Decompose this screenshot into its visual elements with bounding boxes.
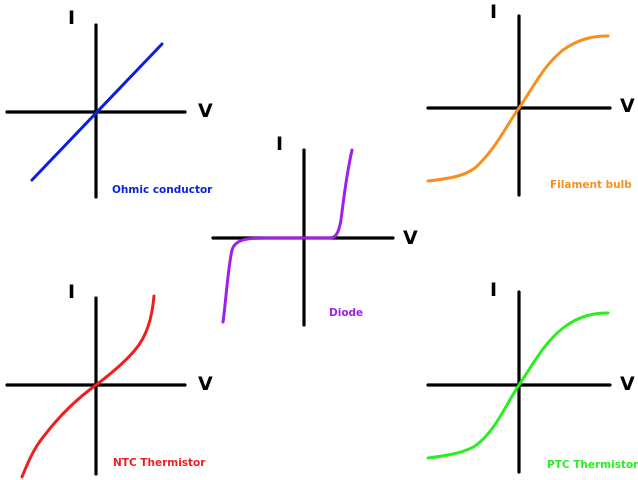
ohmic-voltage-label: V [198, 100, 213, 122]
diode-current-label: I [276, 133, 283, 155]
ptc-current-label: I [490, 279, 497, 301]
ptc-caption: PTC Thermistor [547, 459, 638, 471]
graph-diode: I V Diode [211, 133, 418, 327]
filament-caption: Filament bulb [550, 179, 632, 191]
filament-curve [426, 34, 610, 183]
diode-voltage-label: V [403, 227, 418, 249]
ohmic-caption: Ohmic conductor [112, 184, 213, 196]
ntc-curve [20, 294, 156, 479]
filament-current-label: I [490, 1, 497, 23]
diode-caption: Diode [329, 307, 363, 319]
graph-ntc: I V NTC Thermistor [5, 281, 213, 479]
ntc-voltage-label: V [198, 373, 213, 395]
ohmic-current-label: I [68, 7, 75, 29]
graph-filament: I V Filament bulb [426, 1, 635, 197]
ohmic-curve [30, 42, 164, 182]
ntc-caption: NTC Thermistor [113, 457, 206, 469]
ntc-current-label: I [68, 281, 75, 303]
filament-voltage-label: V [620, 95, 635, 117]
diode-curve [221, 148, 354, 324]
graph-ptc: I V PTC Thermistor [426, 279, 638, 474]
ptc-voltage-label: V [620, 373, 635, 395]
ptc-curve [426, 311, 610, 460]
graph-ohmic: I V Ohmic conductor [5, 7, 213, 199]
